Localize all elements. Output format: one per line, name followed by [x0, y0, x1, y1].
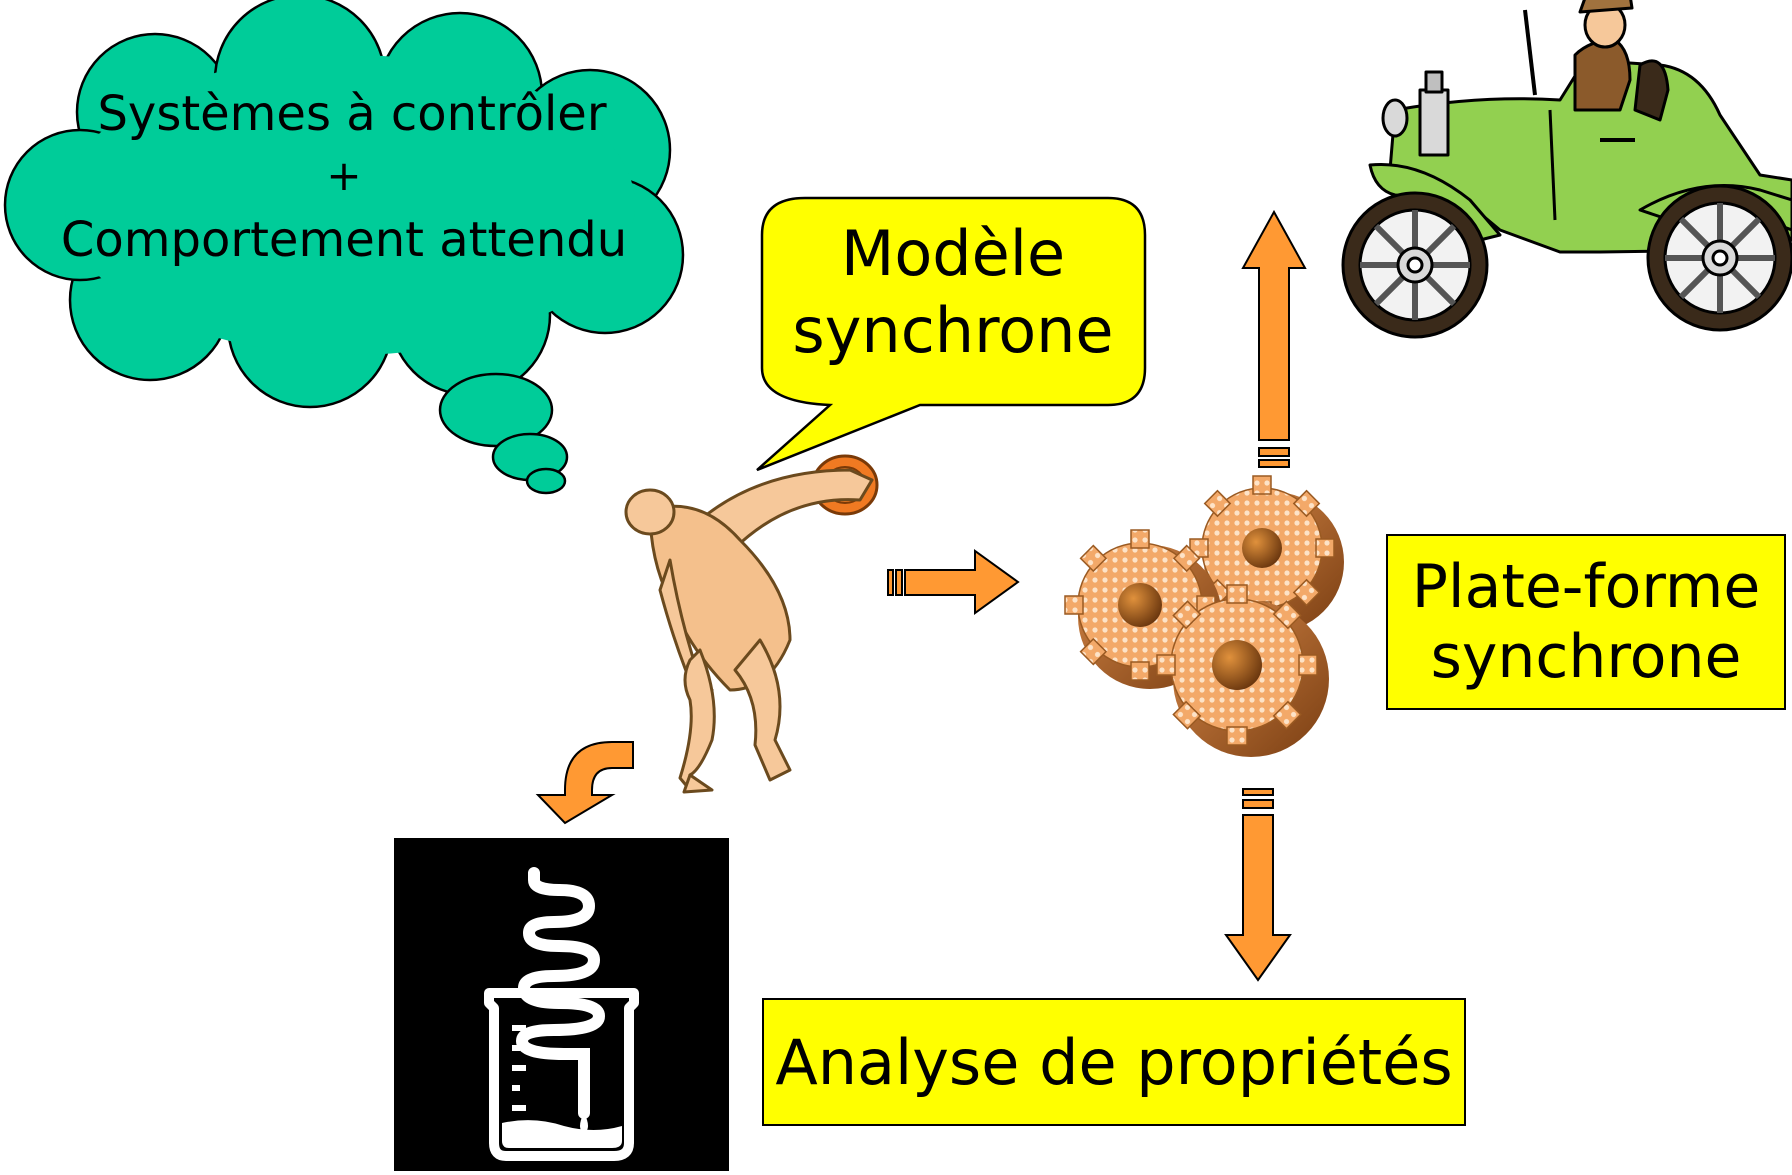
arrow-to-platform	[887, 549, 1020, 615]
arrow-to-verification	[535, 741, 634, 825]
vintage-car-with-driver	[1341, 0, 1792, 339]
arrow-to-analysis	[1224, 788, 1292, 982]
bubble-line-1: Modèle	[841, 217, 1065, 290]
analysis-box: Analyse de propriétés	[762, 998, 1466, 1126]
cloud-line-1: Systèmes à contrôler	[97, 86, 606, 142]
platform-line-2: synchrone	[1430, 622, 1742, 692]
discus-thrower-figure	[624, 454, 879, 794]
bubble-line-2: synchrone	[792, 294, 1113, 367]
beaker-with-spiral-icon	[484, 867, 639, 1161]
thought-cloud: Systèmes à contrôler + Comportement atte…	[3, 0, 685, 495]
arrow-to-car	[1241, 209, 1307, 468]
front-wheel	[1341, 191, 1489, 339]
analysis-label: Analyse de propriétés	[775, 1025, 1453, 1099]
rear-wheel	[1646, 184, 1792, 332]
thought-bubble-trail	[438, 372, 569, 495]
platform-line-1: Plate-forme	[1411, 551, 1761, 622]
speech-bubble: Modèle synchrone	[756, 196, 1147, 472]
cloud-line-2: +	[326, 151, 361, 200]
platform-box: Plate-forme synchrone	[1386, 534, 1786, 710]
cloud-line-3: Comportement attendu	[61, 212, 627, 268]
gears-icon	[1064, 475, 1344, 757]
beaker-panel	[394, 838, 729, 1171]
